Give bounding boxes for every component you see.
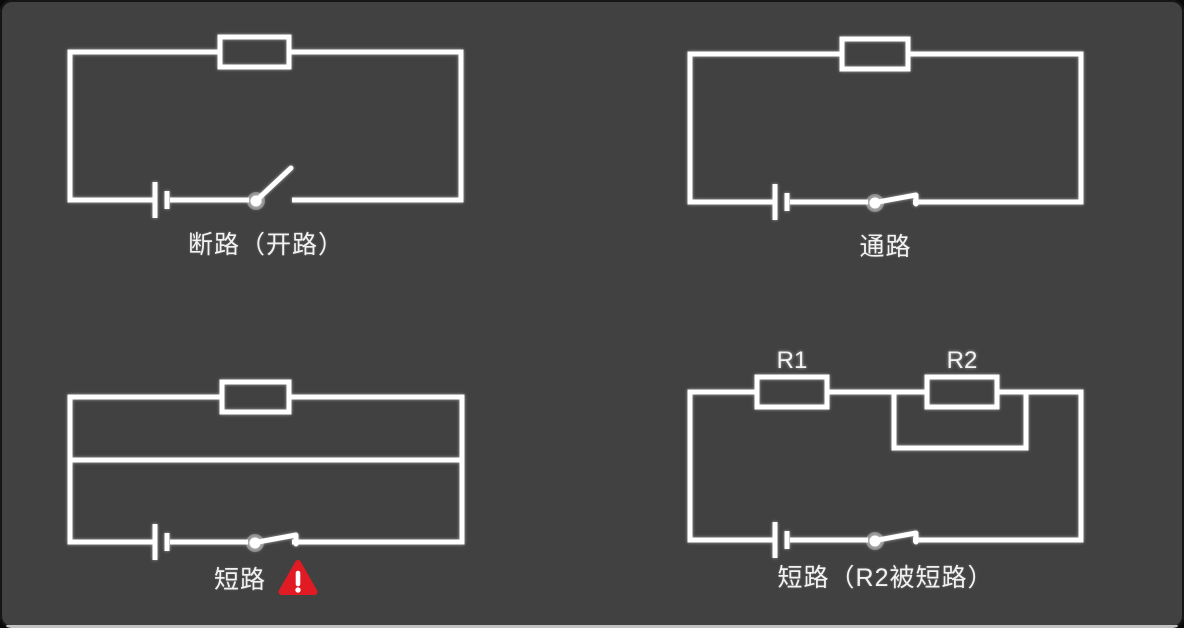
caption-short-circuit: 短路	[213, 566, 266, 594]
resistor-icon	[217, 34, 292, 70]
wire-segment	[289, 394, 465, 545]
wire-segment	[908, 51, 1084, 205]
wire-segment	[67, 394, 222, 545]
warning-exclamation-dot	[295, 587, 301, 593]
caption-r2-shorted: 短路（R2被短路）	[777, 564, 994, 592]
wire-segment	[913, 389, 1084, 543]
battery-icon	[772, 522, 790, 558]
wire-segment	[67, 49, 220, 203]
warning-triangle-icon	[278, 560, 318, 595]
resistor-icon	[219, 379, 292, 415]
switch-lever-closed	[875, 530, 919, 545]
resistor-icon	[839, 36, 911, 72]
circuit-closed	[687, 36, 1084, 220]
switch-closed-icon	[866, 530, 919, 550]
switch-lever-closed	[875, 192, 919, 207]
resistor-r1-icon	[754, 374, 830, 410]
switch-lever-open	[256, 165, 294, 201]
battery-icon	[152, 182, 170, 218]
resistor-label-r1: R1	[777, 347, 808, 374]
circuit-short	[67, 379, 465, 560]
switch-open-icon	[247, 165, 294, 210]
bottom-edge-strip	[6, 625, 1178, 628]
resistor-label-r2: R2	[947, 347, 978, 374]
switch-closed-icon	[246, 532, 299, 552]
bypass-short-wire	[891, 392, 1029, 451]
caption-open-circuit: 断路（开路）	[187, 231, 344, 259]
battery-icon	[152, 524, 170, 560]
caption-short-circuit-row: 短路	[70, 558, 462, 598]
battery-icon	[772, 184, 790, 220]
resistor-r2-icon	[924, 374, 1000, 410]
switch-lever-closed	[255, 532, 299, 547]
circuit-r2-shorted: R1 R2	[687, 347, 1084, 558]
wire-segment	[687, 51, 842, 205]
circuit-open	[67, 34, 464, 218]
wire-segment	[289, 49, 464, 203]
switch-closed-icon	[866, 192, 919, 212]
caption-closed-circuit: 通路	[859, 233, 912, 261]
wire-segment	[687, 389, 773, 543]
